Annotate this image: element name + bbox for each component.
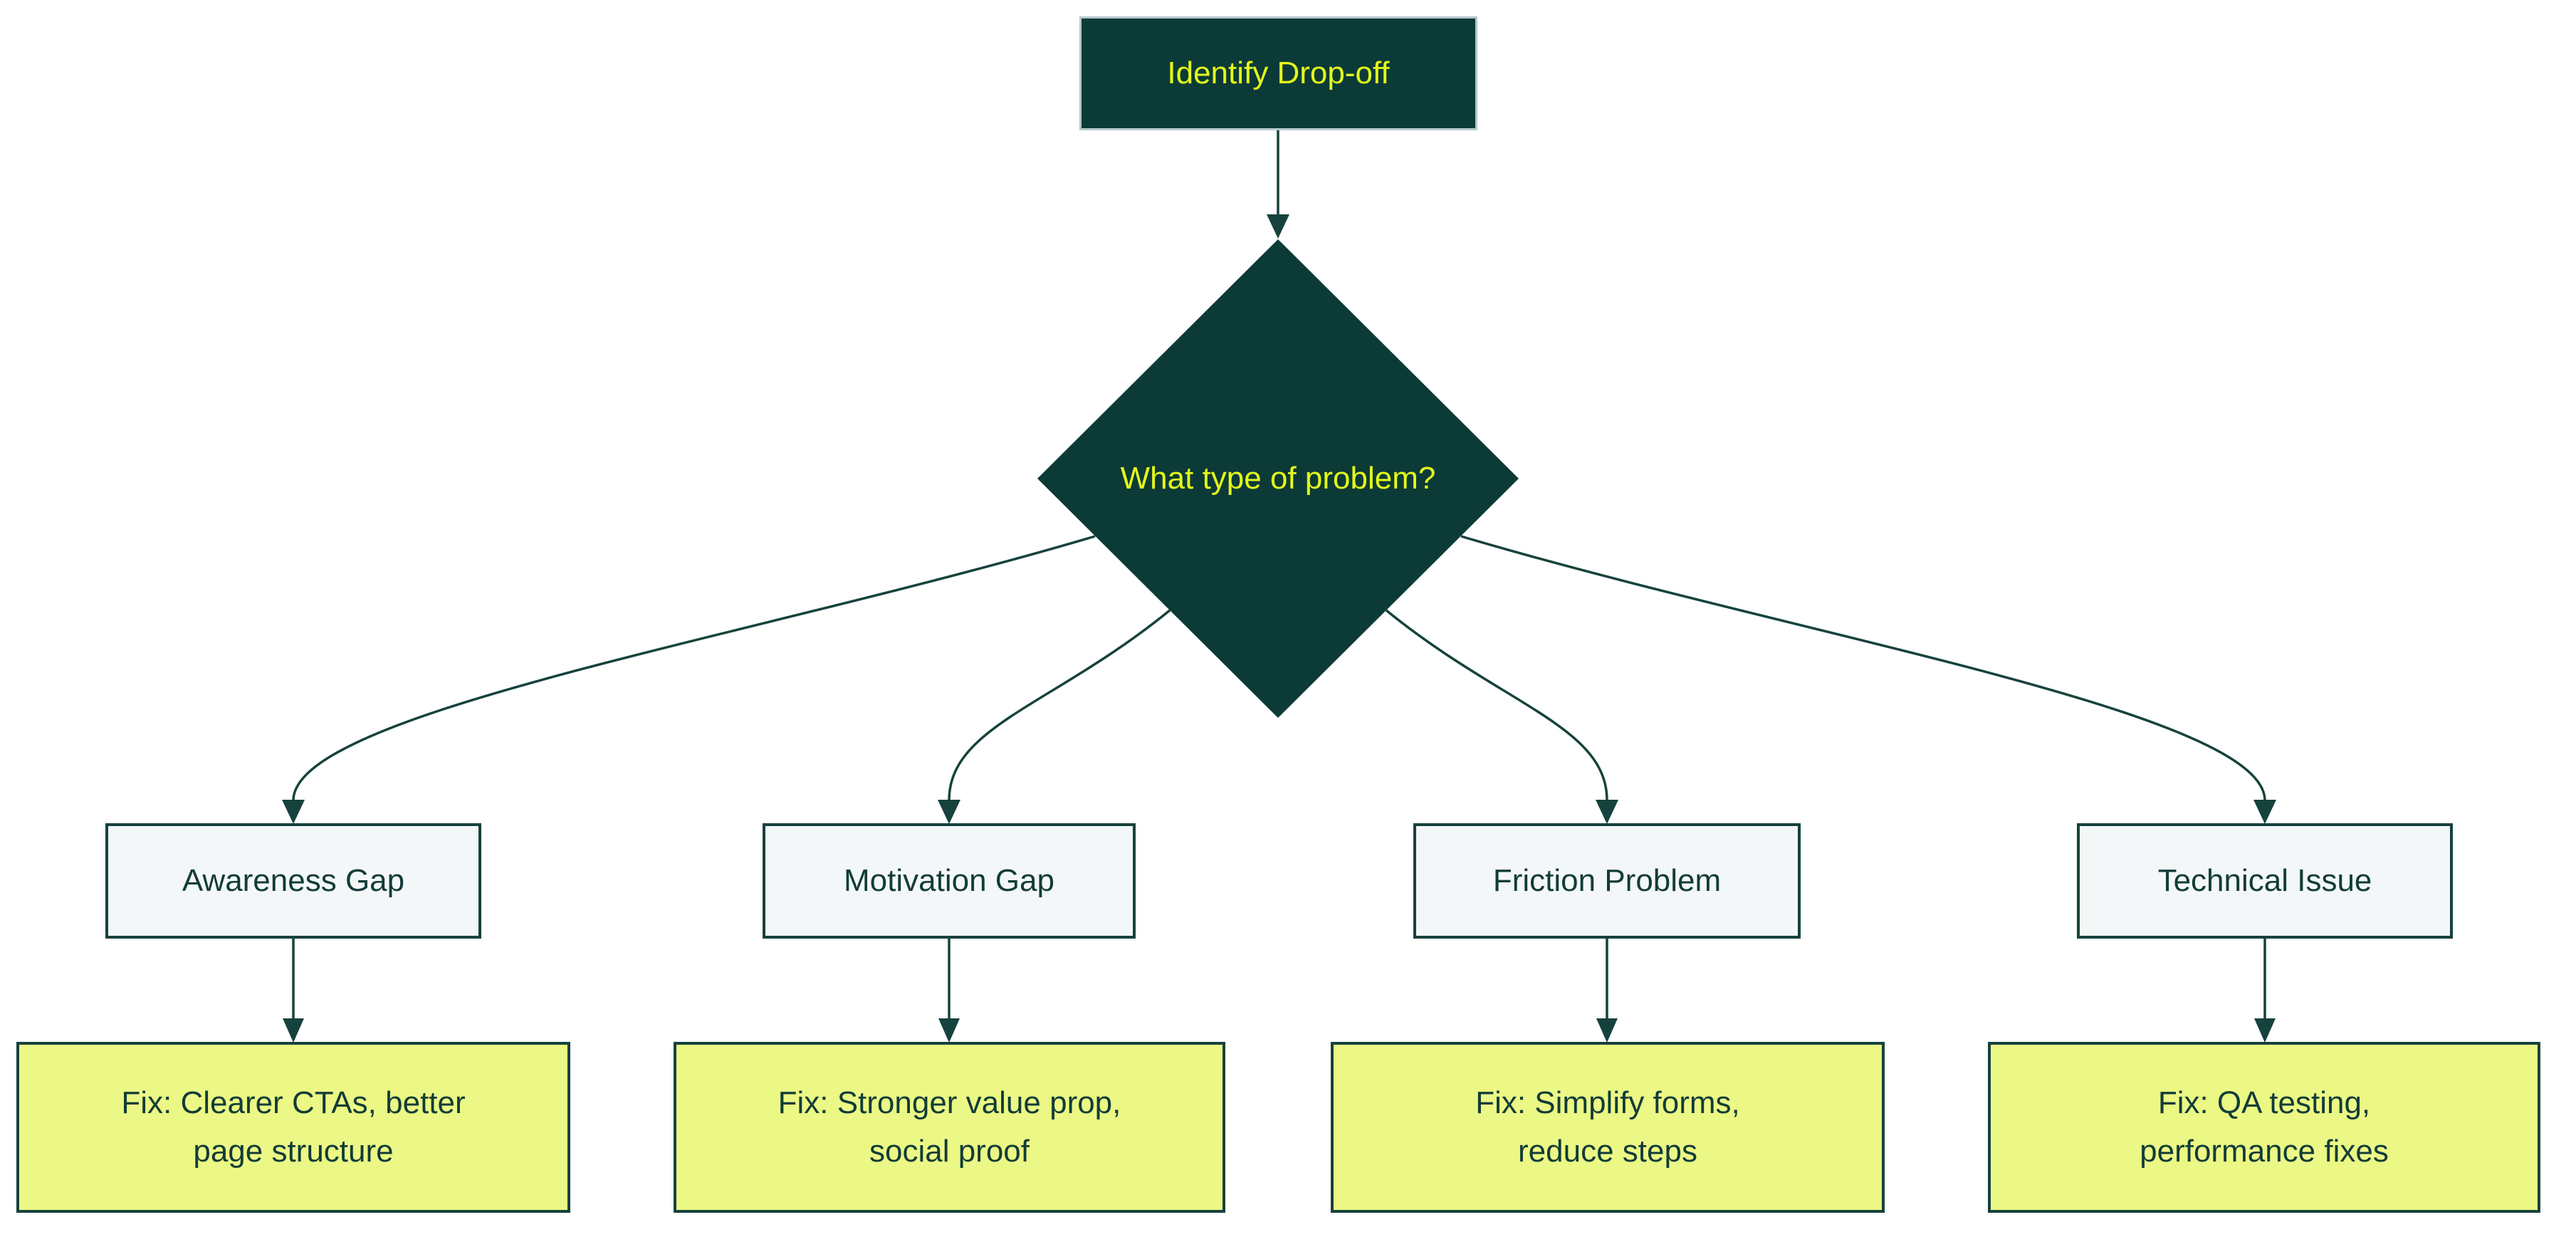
category-label: Technical Issue bbox=[2157, 863, 2372, 898]
edge-decision-to-motivation bbox=[948, 609, 1171, 801]
edge-decision-to-friction bbox=[1385, 609, 1608, 801]
decision-label-text: What type of problem? bbox=[1120, 461, 1436, 496]
edge-decision-to-awareness bbox=[292, 535, 1096, 801]
start-node: Identify Drop-off bbox=[1079, 16, 1477, 130]
fix-label-line1: Fix: QA testing, bbox=[2157, 1085, 2371, 1120]
arrowhead-fix-friction bbox=[1596, 1018, 1618, 1043]
fix-label-line2: reduce steps bbox=[1518, 1134, 1697, 1169]
arrowhead-awareness bbox=[282, 800, 305, 824]
category-label: Friction Problem bbox=[1492, 863, 1722, 898]
decision-diamond bbox=[1037, 239, 1519, 718]
category-label: Motivation Gap bbox=[844, 863, 1054, 898]
arrowhead-friction bbox=[1596, 800, 1618, 824]
decision-node-label: What type of problem? bbox=[1036, 436, 1520, 521]
arrowhead-motivation bbox=[938, 800, 960, 824]
fix-label-line1: Fix: Clearer CTAs, better bbox=[121, 1085, 466, 1120]
category-node-awareness-gap: Awareness Gap bbox=[105, 823, 481, 939]
fix-label-line2: social proof bbox=[869, 1134, 1030, 1169]
fix-node-friction: Fix: Simplify forms, reduce steps bbox=[1331, 1042, 1885, 1213]
arrowhead-decision bbox=[1267, 214, 1289, 239]
fix-node-motivation: Fix: Stronger value prop, social proof bbox=[674, 1042, 1225, 1213]
fix-label-line2: performance fixes bbox=[2140, 1134, 2389, 1169]
arrowhead-fix-awareness bbox=[283, 1018, 304, 1043]
category-node-motivation-gap: Motivation Gap bbox=[763, 823, 1136, 939]
fix-label-line1: Fix: Simplify forms, bbox=[1475, 1085, 1740, 1120]
fix-node-awareness: Fix: Clearer CTAs, better page structure bbox=[16, 1042, 570, 1213]
arrowhead-fix-technical bbox=[2254, 1018, 2276, 1043]
fix-label-line2: page structure bbox=[193, 1134, 394, 1169]
arrowhead-technical bbox=[2253, 800, 2276, 824]
arrowhead-fix-motivation bbox=[938, 1018, 960, 1043]
category-node-friction-problem: Friction Problem bbox=[1413, 823, 1801, 939]
fix-label-line1: Fix: Stronger value prop, bbox=[777, 1085, 1121, 1120]
category-node-technical-issue: Technical Issue bbox=[2077, 823, 2453, 939]
start-node-label: Identify Drop-off bbox=[1167, 56, 1390, 90]
edge-decision-to-technical bbox=[1460, 535, 2266, 801]
category-label: Awareness Gap bbox=[182, 863, 405, 898]
fix-node-technical: Fix: QA testing, performance fixes bbox=[1988, 1042, 2540, 1213]
